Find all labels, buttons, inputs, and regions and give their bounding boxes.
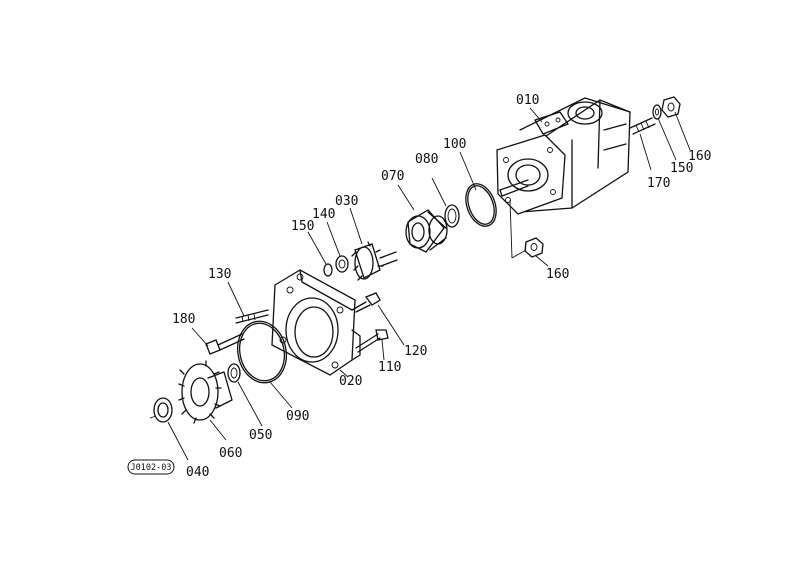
drawing-reference-text: J0102-03: [131, 463, 172, 473]
label-150-right: 150: [670, 161, 693, 176]
label-090: 090: [286, 409, 309, 424]
collar-140[interactable]: [335, 255, 349, 273]
stud-bolt-170[interactable]: [629, 117, 656, 135]
label-150-left: 150: [291, 219, 314, 234]
o-ring-100[interactable]: [460, 180, 501, 231]
label-180: 180: [172, 312, 195, 327]
label-070: 070: [381, 169, 404, 184]
leader-lines: [149, 107, 691, 461]
nut-160-right[interactable]: [661, 96, 681, 118]
gasket-090[interactable]: [232, 317, 292, 388]
label-130: 130: [208, 267, 231, 282]
oil-seal-040[interactable]: [153, 397, 173, 423]
washer-150-right[interactable]: [652, 104, 662, 120]
housing-020[interactable]: [271, 269, 361, 376]
washer-150-left[interactable]: [323, 263, 333, 277]
bolt-120[interactable]: [351, 292, 381, 313]
pump-body-010[interactable]: [496, 97, 631, 215]
collar-050[interactable]: [227, 363, 241, 383]
label-100: 100: [443, 137, 466, 152]
bolt-110[interactable]: [355, 329, 389, 353]
label-170: 170: [647, 176, 670, 191]
label-050: 050: [249, 428, 272, 443]
bolt-180[interactable]: [205, 333, 245, 355]
part-labels: 010 020 030 040 050 060 070 080 090 100 …: [172, 93, 711, 480]
bearing-070[interactable]: [405, 209, 448, 253]
snap-ring-080[interactable]: [444, 204, 460, 228]
label-010: 010: [516, 93, 539, 108]
nut-160-lower[interactable]: [509, 199, 544, 259]
label-060: 060: [219, 446, 242, 461]
label-040: 040: [186, 465, 209, 480]
label-030: 030: [335, 194, 358, 209]
label-080: 080: [415, 152, 438, 167]
label-160-lower: 160: [546, 267, 569, 282]
label-120: 120: [404, 344, 427, 359]
label-020: 020: [339, 374, 362, 389]
label-140: 140: [312, 207, 335, 222]
gear-shaft-030[interactable]: [351, 241, 398, 281]
label-160-right: 160: [688, 149, 711, 164]
label-110: 110: [378, 360, 401, 375]
stud-130[interactable]: [235, 309, 269, 324]
drawing-reference-badge: J0102-03: [127, 459, 175, 475]
gear-060[interactable]: [178, 360, 233, 424]
